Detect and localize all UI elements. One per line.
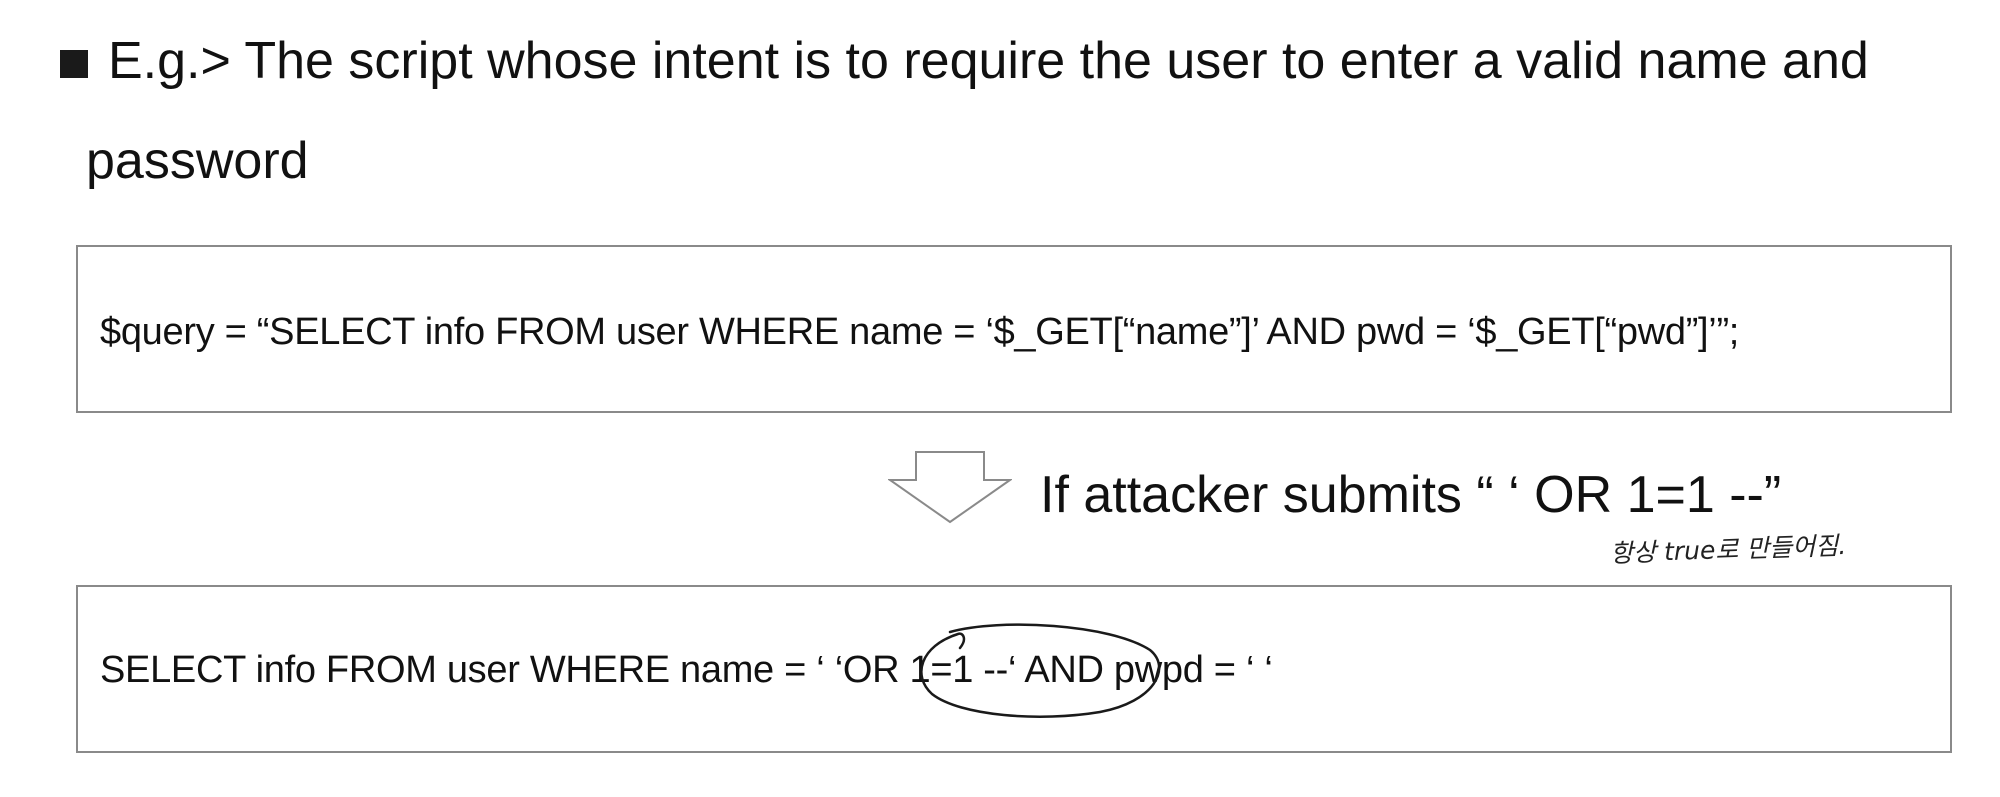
bullet-square-icon	[60, 50, 88, 78]
result-code-box: SELECT info FROM user WHERE name = ‘ ‘OR…	[76, 585, 1952, 753]
bullet-text-line2: password	[86, 132, 309, 190]
attack-caption: If attacker submits “ ‘ OR 1=1 --”	[1040, 466, 1782, 524]
down-arrow-icon	[888, 451, 1012, 524]
handwritten-annotation: 항상 true로 만들어짐.	[1609, 530, 1847, 569]
query-code-text: $query = “SELECT info FROM user WHERE na…	[100, 311, 1740, 353]
query-code-box: $query = “SELECT info FROM user WHERE na…	[76, 245, 1952, 413]
result-code-text: SELECT info FROM user WHERE name = ‘ ‘OR…	[100, 649, 1273, 691]
bullet-text-line1: E.g.> The script whose intent is to requ…	[108, 32, 1869, 90]
